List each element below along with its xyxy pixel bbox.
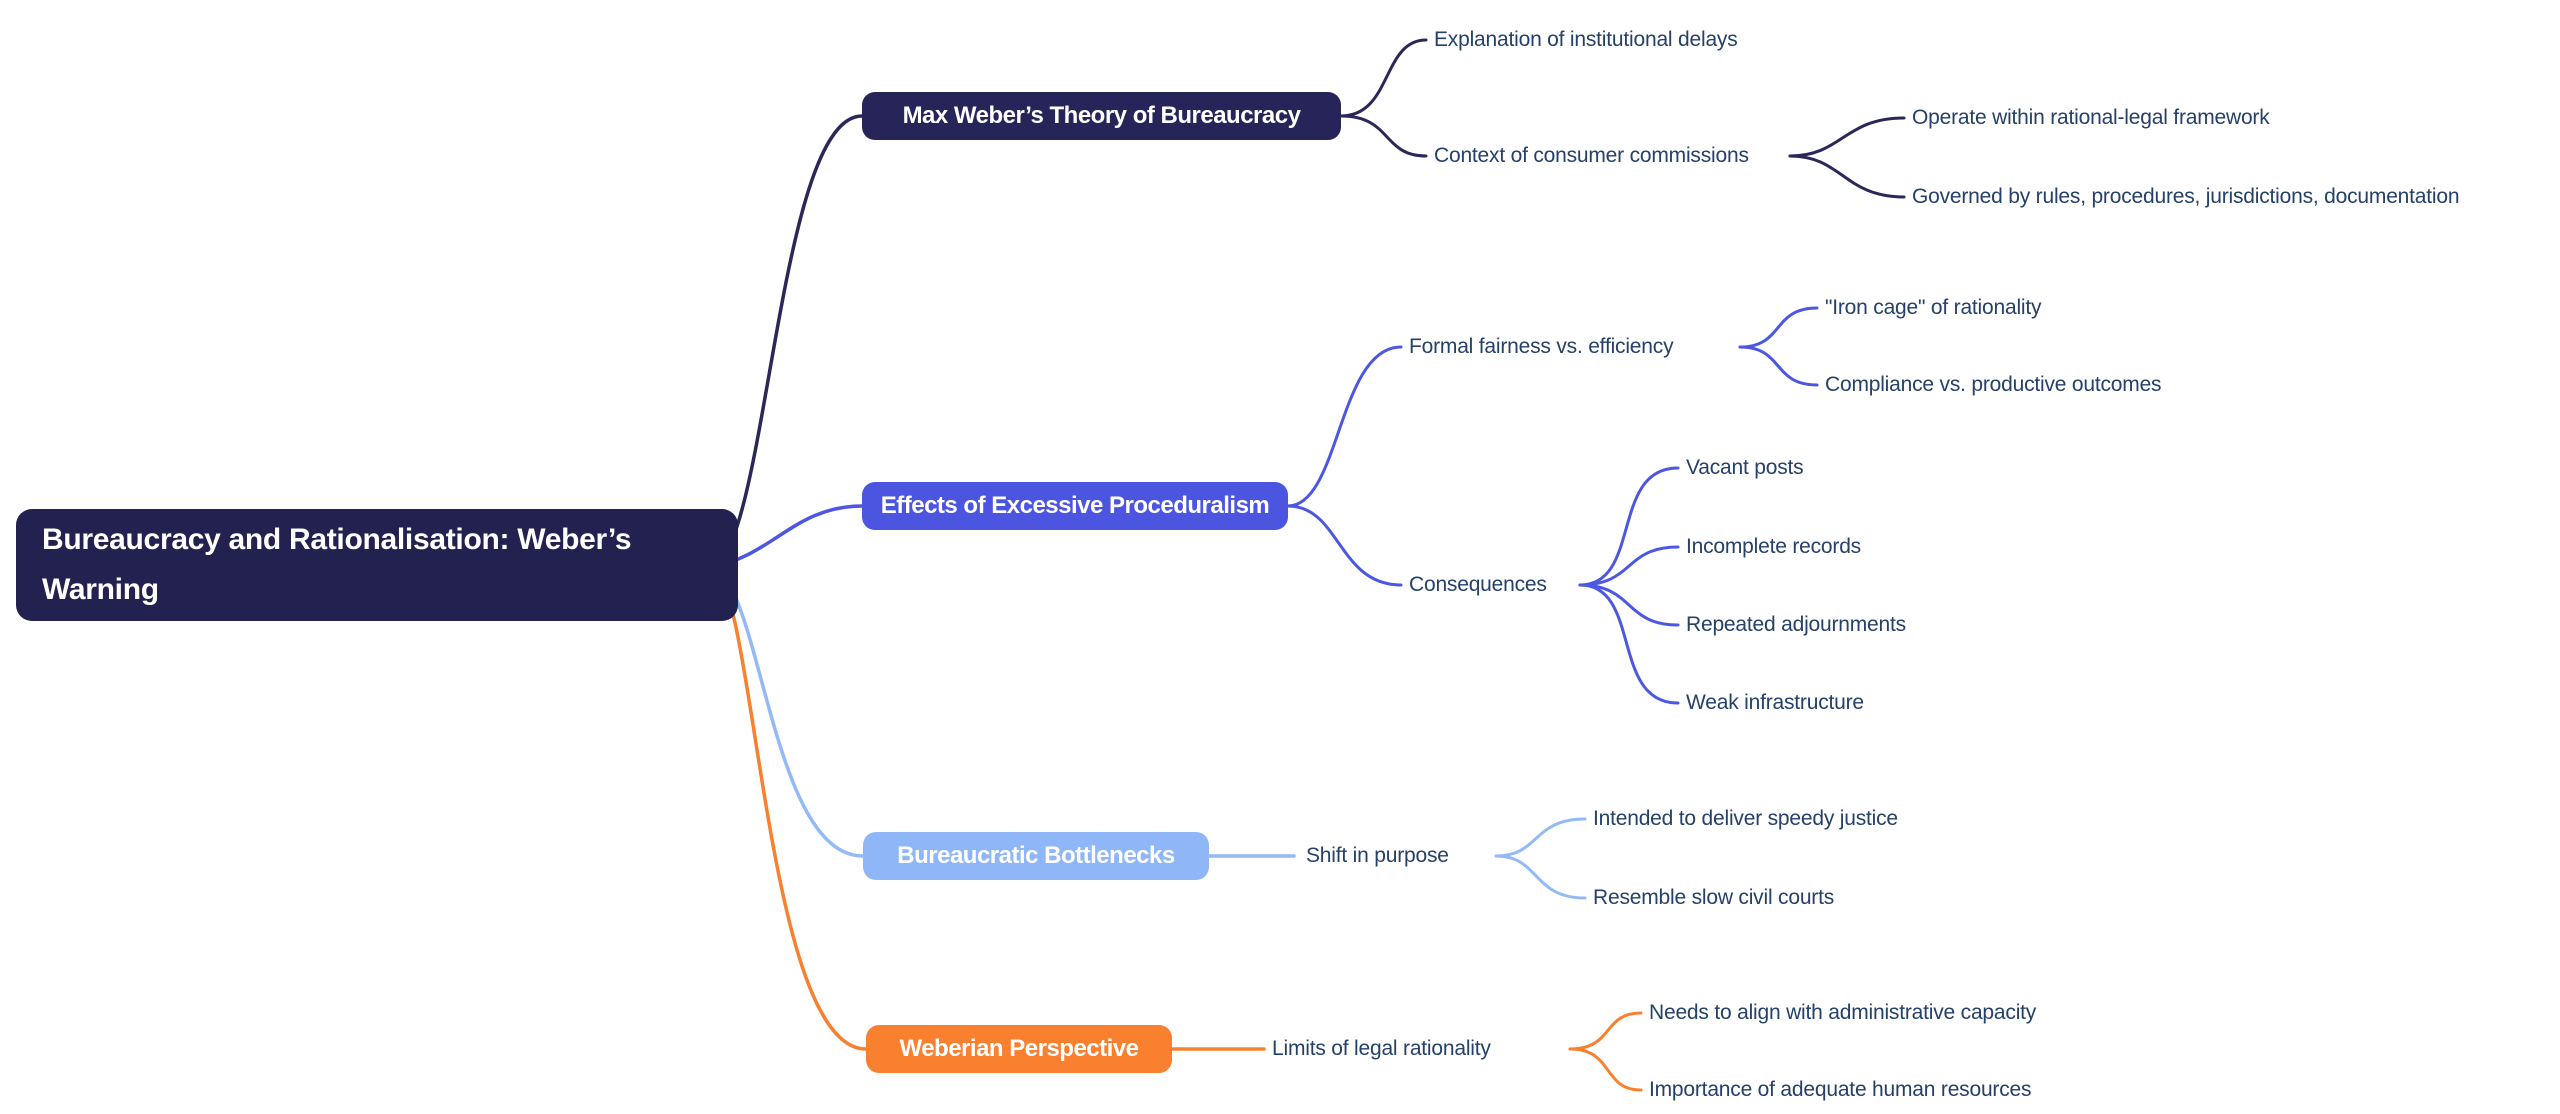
connector-consequences-to-infrastructure	[1578, 583, 1680, 705]
branch-node-weberian-perspective[interactable]: Weberian Perspective	[866, 1025, 1172, 1073]
label-compliance-vs-productive-outcomes[interactable]: Compliance vs. productive outcomes	[1825, 373, 2162, 396]
connector-shift-to-resemble	[1494, 854, 1587, 900]
label-formal-fairness-vs-efficiency[interactable]: Formal fairness vs. efficiency	[1409, 335, 1674, 358]
root-node-bureaucracy-rationalisation[interactable]: Bureaucracy and Rationalisation: Weber’s…	[16, 509, 738, 621]
connector-branch2-to-consequences	[1286, 504, 1403, 587]
branch-node-bureaucratic-bottlenecks[interactable]: Bureaucratic Bottlenecks	[863, 832, 1209, 880]
label-resemble-slow-civil-courts[interactable]: Resemble slow civil courts	[1593, 886, 1835, 909]
connector-formal-to-compliance	[1738, 345, 1819, 387]
label-limits-of-legal-rationality[interactable]: Limits of legal rationality	[1272, 1037, 1491, 1060]
label-repeated-adjournments[interactable]: Repeated adjournments	[1686, 613, 1906, 636]
root-node-label-line2: Warning	[42, 573, 159, 606]
label-explanation-institutional-delays[interactable]: Explanation of institutional delays	[1434, 28, 1738, 51]
branch-node-effects-proceduralism[interactable]: Effects of Excessive Proceduralism	[862, 482, 1288, 530]
label-context-consumer-commissions[interactable]: Context of consumer commissions	[1434, 144, 1749, 167]
connector-limits-to-needs	[1568, 1011, 1643, 1051]
connector-shift-to-intended	[1494, 817, 1587, 858]
connector-consequences-to-adjournments	[1578, 583, 1680, 627]
connector-root-to-branch1	[712, 114, 864, 568]
label-shift-in-purpose[interactable]: Shift in purpose	[1306, 844, 1449, 867]
connector-formal-to-iron-cage	[1738, 306, 1819, 349]
label-operate-rational-legal-framework[interactable]: Operate within rational-legal framework	[1912, 106, 2270, 129]
connector-limits-to-importance	[1568, 1047, 1643, 1092]
label-weak-infrastructure[interactable]: Weak infrastructure	[1686, 691, 1864, 714]
label-vacant-posts[interactable]: Vacant posts	[1686, 456, 1804, 479]
label-needs-align-administrative-capacity[interactable]: Needs to align with administrative capac…	[1649, 1001, 2037, 1024]
root-node-label-line1: Bureaucracy and Rationalisation: Weber’s	[42, 523, 632, 556]
label-intended-speedy-justice[interactable]: Intended to deliver speedy justice	[1593, 807, 1898, 830]
connector-branch2-to-formal-fairness	[1286, 345, 1403, 508]
connector-consequences-to-incomplete	[1578, 545, 1680, 587]
label-iron-cage-of-rationality[interactable]: "Iron cage" of rationality	[1825, 296, 2042, 319]
label-consequences[interactable]: Consequences	[1409, 573, 1547, 596]
label-governed-by-rules[interactable]: Governed by rules, procedures, jurisdict…	[1912, 185, 2460, 208]
connector-context-to-operate	[1788, 116, 1906, 158]
label-incomplete-records[interactable]: Incomplete records	[1686, 535, 1861, 558]
connector-branch1-to-explanation	[1339, 38, 1428, 118]
label-importance-adequate-human-resources[interactable]: Importance of adequate human resources	[1649, 1078, 2032, 1101]
connector-context-to-governed	[1788, 154, 1906, 199]
connector-branch1-to-context	[1339, 114, 1428, 158]
connector-consequences-to-vacant	[1578, 466, 1680, 587]
connector-root-to-branch4	[712, 568, 868, 1051]
branch-node-max-weber-theory[interactable]: Max Weber’s Theory of Bureaucracy	[862, 92, 1341, 140]
